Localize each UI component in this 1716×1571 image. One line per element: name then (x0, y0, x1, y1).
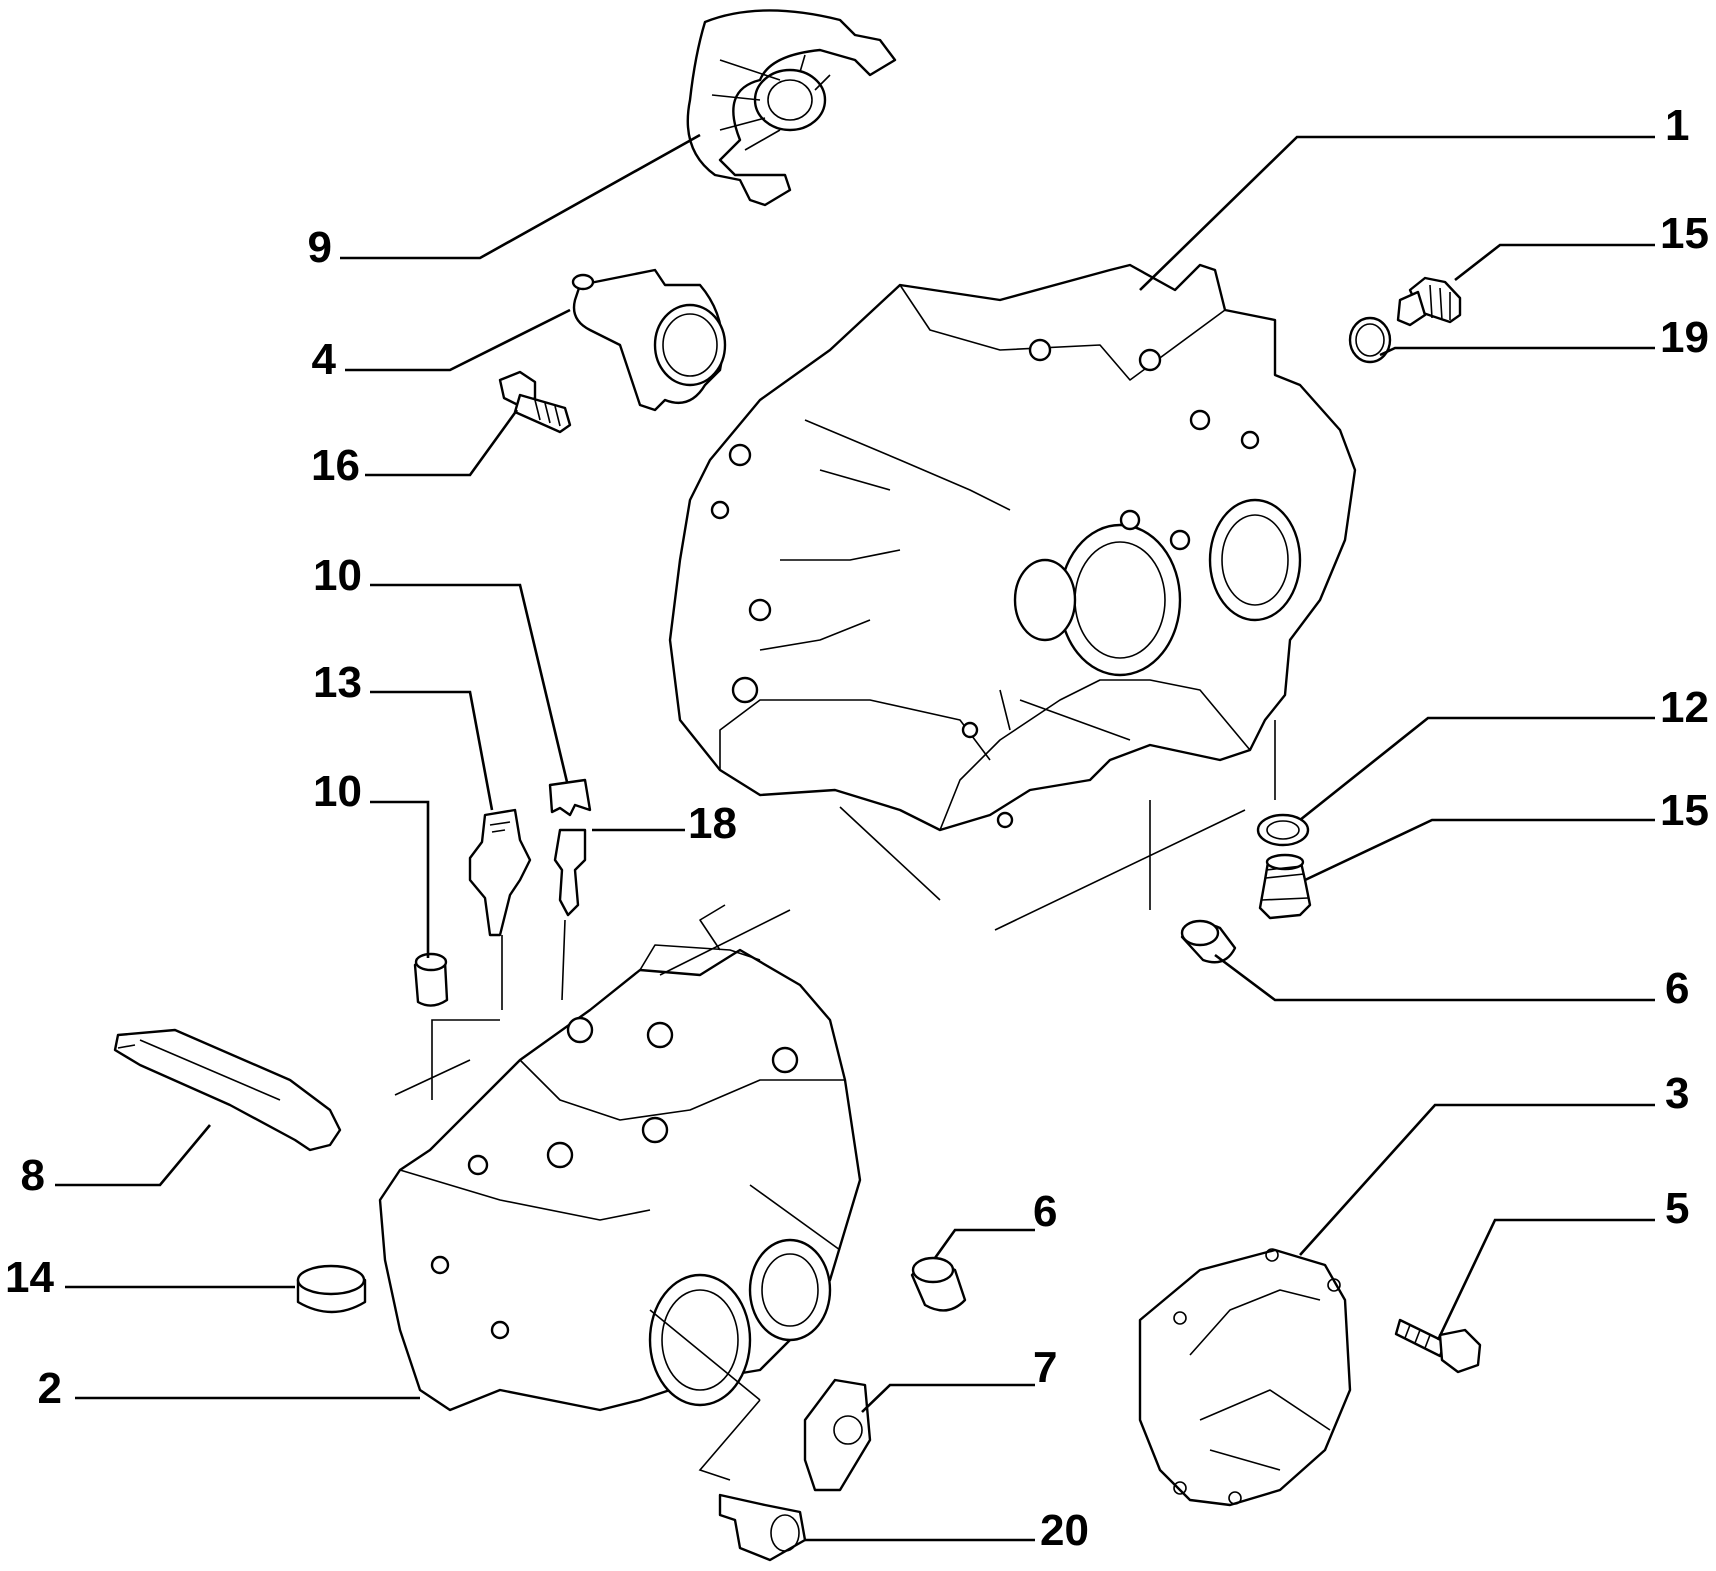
part-10-bushing-drawing (413, 952, 449, 1007)
callout-18: 18 (688, 799, 737, 848)
part-8-shift-lever-drawing (113, 1028, 342, 1152)
part-3-rear-cover-drawing (1138, 1248, 1352, 1507)
leader-lines (55, 133, 1655, 1542)
part-19-washer-drawing (1348, 316, 1392, 364)
callout-7: 7 (1033, 1343, 1057, 1392)
part-4-guide-sleeve-drawing (571, 268, 727, 412)
callout-13: 13 (313, 658, 362, 707)
part-13-switch-drawing (468, 808, 532, 937)
part-2-gearbox-housing-drawing (378, 904, 862, 1412)
part-9-housing-cover-drawing (686, 9, 897, 207)
part-12-washer-drawing (1256, 813, 1310, 847)
part-17-bolt-drawing (498, 370, 572, 434)
callout-5: 5 (1665, 1184, 1689, 1233)
part-18-sensor-drawing (553, 828, 587, 917)
callout-6-lower: 6 (1033, 1187, 1057, 1236)
callout-4: 4 (312, 335, 337, 384)
callout-17: 16 (311, 441, 360, 490)
callout-3: 3 (1665, 1069, 1689, 1118)
part-11-clip-drawing (548, 778, 592, 817)
callout-2: 2 (38, 1364, 62, 1413)
callout-15: 15 (1660, 786, 1709, 835)
callout-19: 19 (1660, 313, 1709, 362)
callout-numbers: 1 15 19 12 15 6 3 5 9 4 16 10 13 10 18 8… (5, 101, 1709, 1555)
callout-10: 10 (313, 767, 362, 816)
callout-9: 9 (308, 223, 332, 272)
callout-11: 10 (313, 551, 362, 600)
assembly-guide-lines (394, 720, 1276, 1481)
part-6-upper-bushing-drawing (1180, 919, 1237, 964)
part-20-sleeve-drawing (718, 1493, 807, 1562)
callout-1: 1 (1665, 101, 1689, 150)
part-5-bolt-drawing (1394, 1318, 1482, 1374)
part-7-cover-plate-drawing (803, 1378, 872, 1492)
callout-20: 20 (1040, 1506, 1089, 1555)
part-1-transmission-housing-drawing (668, 263, 1357, 832)
part-14-cap-drawing (296, 1264, 367, 1314)
callout-6-upper: 6 (1665, 964, 1689, 1013)
part-15-plug-drawing (1258, 853, 1312, 920)
callout-16: 15 (1660, 209, 1709, 258)
callout-12: 12 (1660, 683, 1709, 732)
callout-14: 14 (5, 1253, 54, 1302)
callout-8: 8 (21, 1151, 45, 1200)
part-16-plug-drawing (1396, 276, 1462, 327)
part-6-lower-bushing-drawing (910, 1256, 967, 1312)
